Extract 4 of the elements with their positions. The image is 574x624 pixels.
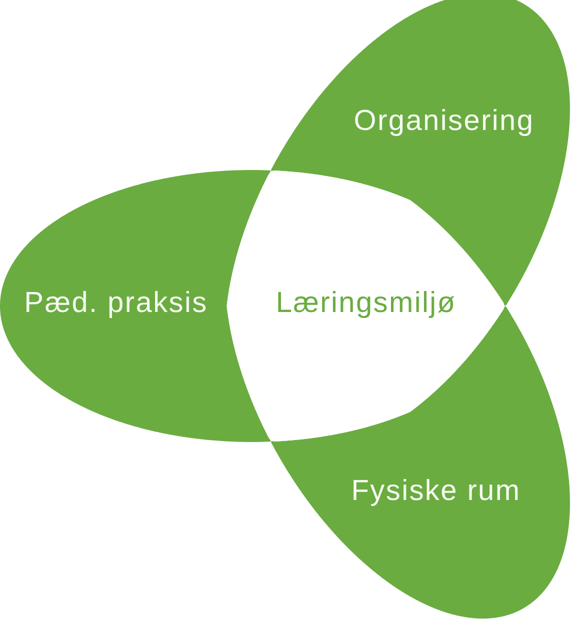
- petal-label: Organisering: [354, 104, 534, 138]
- petal-label: Pæd. praksis: [24, 286, 208, 320]
- petal-shape: [0, 170, 272, 442]
- petal-label: Fysiske rum: [351, 474, 521, 508]
